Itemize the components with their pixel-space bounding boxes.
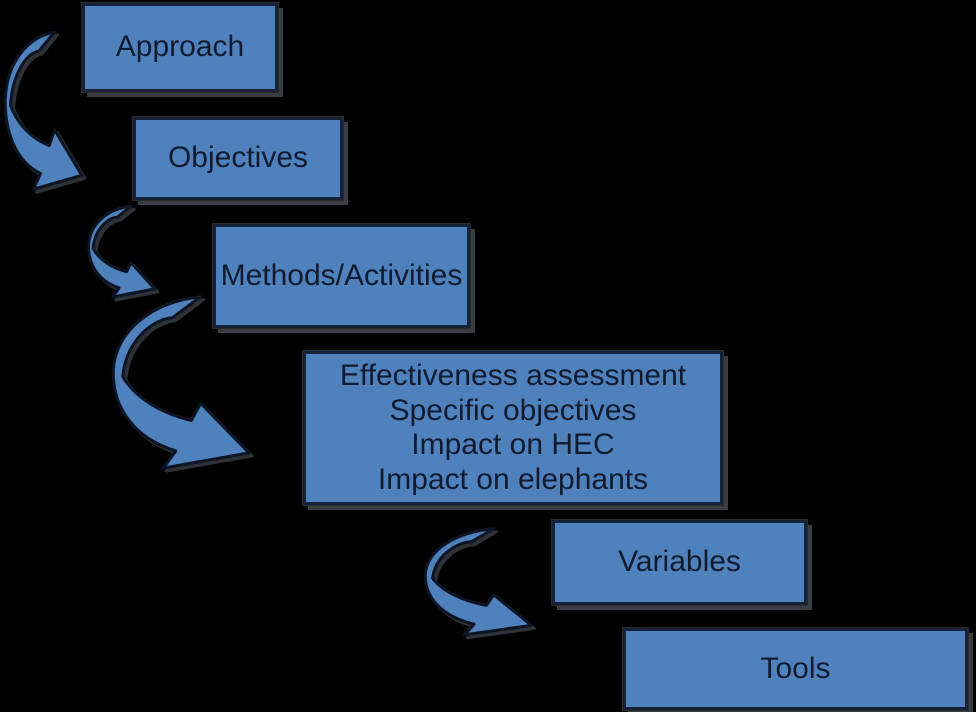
node-label: Objectives bbox=[167, 141, 309, 175]
node-objectives: Objectives bbox=[132, 116, 344, 201]
node-effectiveness-assessment: Effectiveness assessment Specific object… bbox=[302, 350, 724, 506]
node-label-line: Impact on HEC bbox=[411, 428, 615, 461]
node-label-line: Specific objectives bbox=[389, 393, 637, 427]
node-approach: Approach bbox=[81, 2, 279, 93]
curved-arrow-approach-to-objectives-icon bbox=[0, 25, 88, 191]
curved-arrow-effectiveness-to-variables-icon bbox=[418, 524, 540, 636]
node-methods: Methods/Activities bbox=[212, 223, 471, 329]
node-tools: Tools bbox=[622, 627, 969, 711]
node-label: Methods/Activities bbox=[220, 258, 463, 292]
node-label-line: Effectiveness assessment bbox=[339, 359, 687, 392]
node-label: Variables bbox=[618, 545, 741, 579]
curved-arrow-objectives-to-methods-icon bbox=[84, 202, 160, 298]
node-label: Tools bbox=[760, 651, 831, 685]
curved-arrow-methods-to-effectiveness-icon bbox=[104, 289, 260, 470]
node-label: Approach bbox=[115, 30, 245, 64]
node-variables: Variables bbox=[551, 519, 808, 606]
node-label-line: Impact on elephants bbox=[377, 462, 649, 496]
